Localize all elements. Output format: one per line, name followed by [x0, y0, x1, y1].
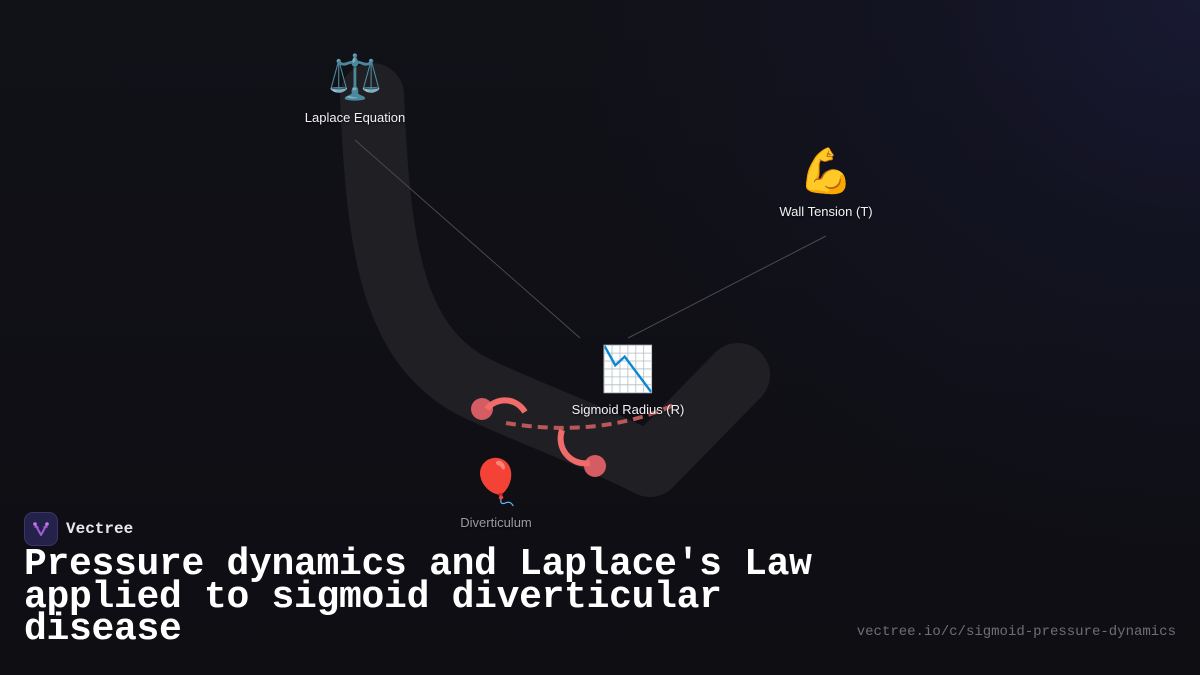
- balance-scale-icon: ⚖️: [327, 53, 383, 102]
- node-label: Diverticulum: [460, 515, 532, 530]
- balloon-icon: 🎈: [468, 458, 524, 507]
- node-sigmoid-radius[interactable]: 📉 Sigmoid Radius (R): [572, 344, 685, 417]
- flexed-biceps-icon: 💪: [798, 147, 854, 196]
- edge-tension-radius: [627, 235, 827, 339]
- colon-band: [340, 63, 770, 497]
- page-url[interactable]: vectree.io/c/sigmoid-pressure-dynamics: [856, 624, 1176, 640]
- brand-name: Vectree: [66, 520, 134, 538]
- edge-laplace-radius: [354, 139, 581, 339]
- upper-pouch: [471, 397, 528, 420]
- vectree-logo-icon: [24, 512, 58, 546]
- node-wall-tension[interactable]: 💪 Wall Tension (T): [779, 146, 872, 219]
- pressure-line: [505, 402, 677, 430]
- chart-decreasing-icon: 📉: [600, 345, 656, 394]
- node-label: Wall Tension (T): [779, 204, 873, 219]
- node-diverticulum[interactable]: 🎈 Diverticulum: [460, 457, 532, 530]
- lower-pouch: [557, 429, 606, 477]
- node-label: Sigmoid Radius (R): [571, 402, 685, 417]
- node-label: Laplace Equation: [304, 110, 406, 125]
- brand[interactable]: Vectree: [24, 512, 133, 546]
- node-laplace-equation[interactable]: ⚖️ Laplace Equation: [305, 52, 405, 125]
- page-title: Pressure dynamics and Laplace's Law appl…: [24, 543, 812, 651]
